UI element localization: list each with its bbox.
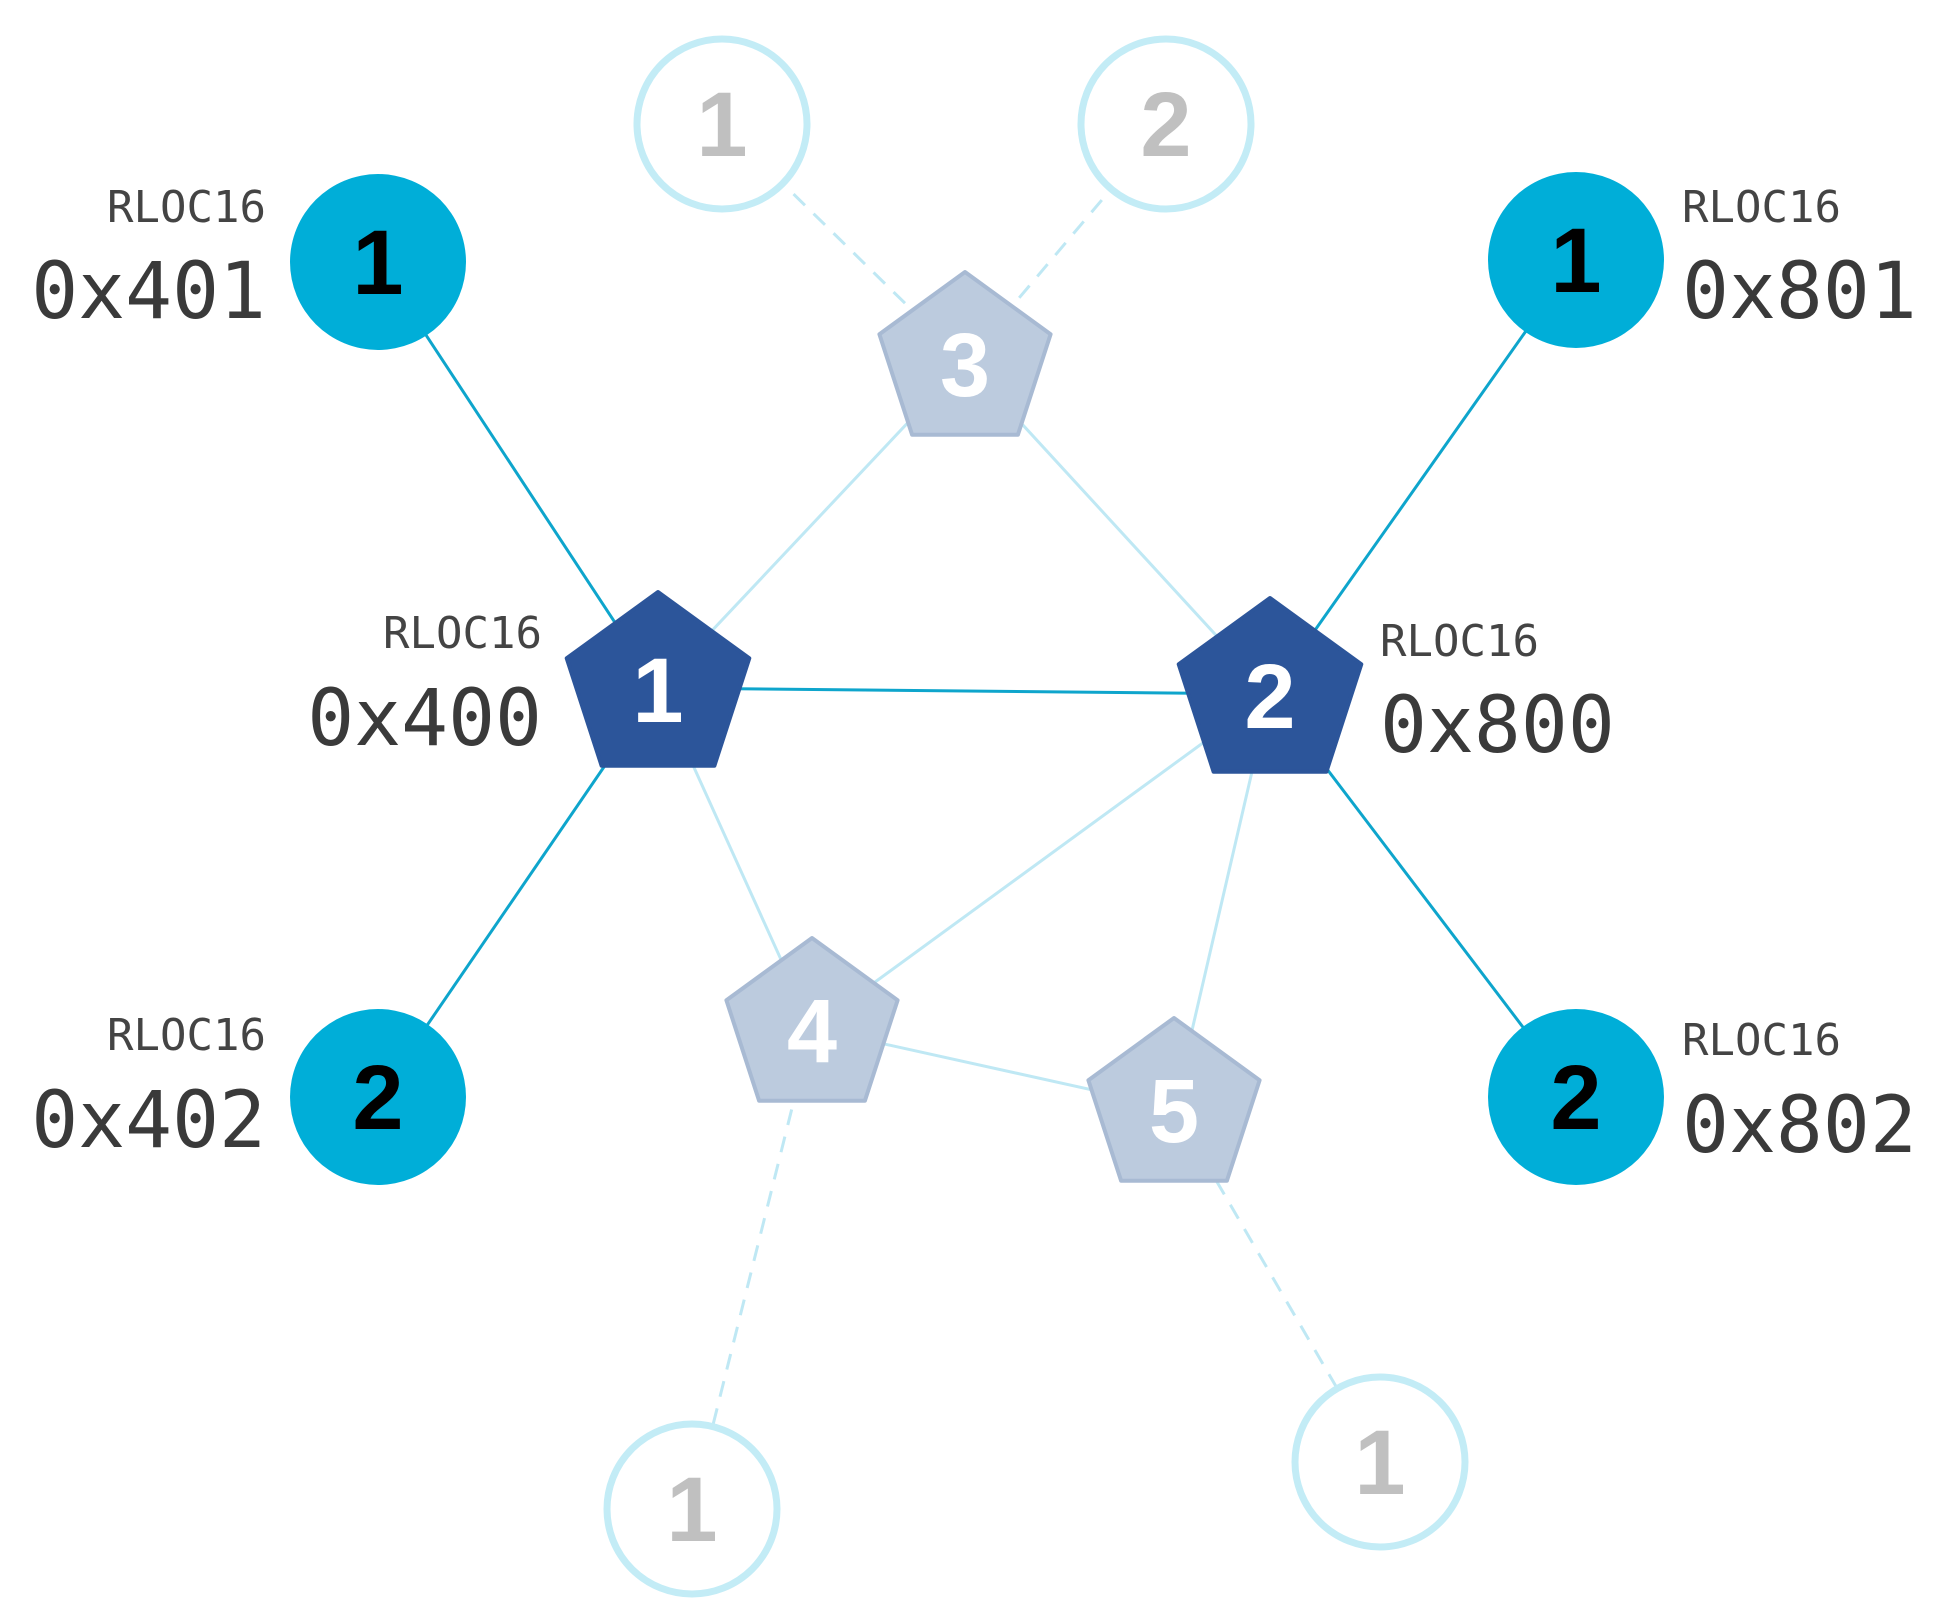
child-node-c5a: 1 (1291, 1373, 1469, 1551)
router-node-r2: 2 (1176, 596, 1364, 774)
child-circle (1291, 1373, 1469, 1551)
rloc16-caption-c801: RLOC16 (1682, 182, 1841, 233)
router-node-r3: 3 (877, 270, 1053, 437)
router-pentagon (724, 936, 900, 1103)
rloc16-value-r2: 0x800 (1380, 681, 1615, 771)
router-number: 4 (787, 982, 837, 1082)
router-pentagon (1086, 1016, 1262, 1183)
child-number: 1 (1550, 210, 1601, 312)
child-node-c3a: 1 (633, 35, 811, 213)
router-node-r4: 4 (724, 936, 900, 1103)
child-circle (1488, 1009, 1664, 1185)
link-r1-r2-active (657, 686, 1271, 696)
child-node-c4a: 1 (603, 1420, 781, 1598)
rloc16-caption-c401: RLOC16 (107, 182, 266, 233)
child-node-c802: 2 (1488, 1009, 1664, 1185)
child-circle (290, 1009, 466, 1185)
child-number: 1 (1354, 1412, 1405, 1514)
router-pentagon (564, 590, 752, 768)
link-r2-c801-active (1268, 259, 1578, 695)
router-pentagon (877, 270, 1053, 437)
rloc16-value-c402: 0x402 (31, 1076, 266, 1166)
child-circle (1488, 172, 1664, 348)
child-circle (290, 174, 466, 350)
child-number: 2 (1550, 1047, 1601, 1149)
rloc16-value-c401: 0x401 (31, 247, 266, 337)
router-number: 2 (1244, 646, 1295, 748)
router-number: 3 (940, 316, 990, 416)
nodes-layer: 1 2 1 2 1 2 1 1 1 2 3 4 5 (290, 35, 1664, 1598)
rloc16-caption-c402: RLOC16 (107, 1010, 266, 1061)
child-number: 1 (352, 212, 403, 314)
child-circle (603, 1420, 781, 1598)
router-node-r5: 5 (1086, 1016, 1262, 1183)
child-number: 2 (1140, 74, 1191, 176)
child-circle (633, 35, 811, 213)
router-pentagon (1176, 596, 1364, 774)
child-circle (1077, 35, 1255, 213)
rloc16-value-r1: 0x400 (307, 674, 542, 764)
rloc16-caption-c802: RLOC16 (1682, 1015, 1841, 1066)
child-number: 1 (666, 1459, 717, 1561)
child-node-c3b: 2 (1077, 35, 1255, 213)
child-node-c401: 1 (290, 174, 466, 350)
rloc16-value-c802: 0x802 (1682, 1081, 1917, 1171)
rloc16-caption-r1: RLOC16 (383, 608, 542, 659)
labels-layer: RLOC160x400RLOC160x800RLOC160x401RLOC160… (31, 182, 1917, 1171)
router-number: 1 (632, 640, 683, 742)
router-node-r1: 1 (564, 590, 752, 768)
child-number: 2 (352, 1047, 403, 1149)
rloc16-caption-r2: RLOC16 (1380, 616, 1539, 667)
rloc16-value-c801: 0x801 (1682, 247, 1917, 337)
child-number: 1 (696, 74, 747, 176)
link-r2-r4-faded (811, 692, 1271, 1030)
child-node-c801: 1 (1488, 172, 1664, 348)
router-number: 5 (1149, 1062, 1199, 1162)
child-node-c402: 2 (290, 1009, 466, 1185)
